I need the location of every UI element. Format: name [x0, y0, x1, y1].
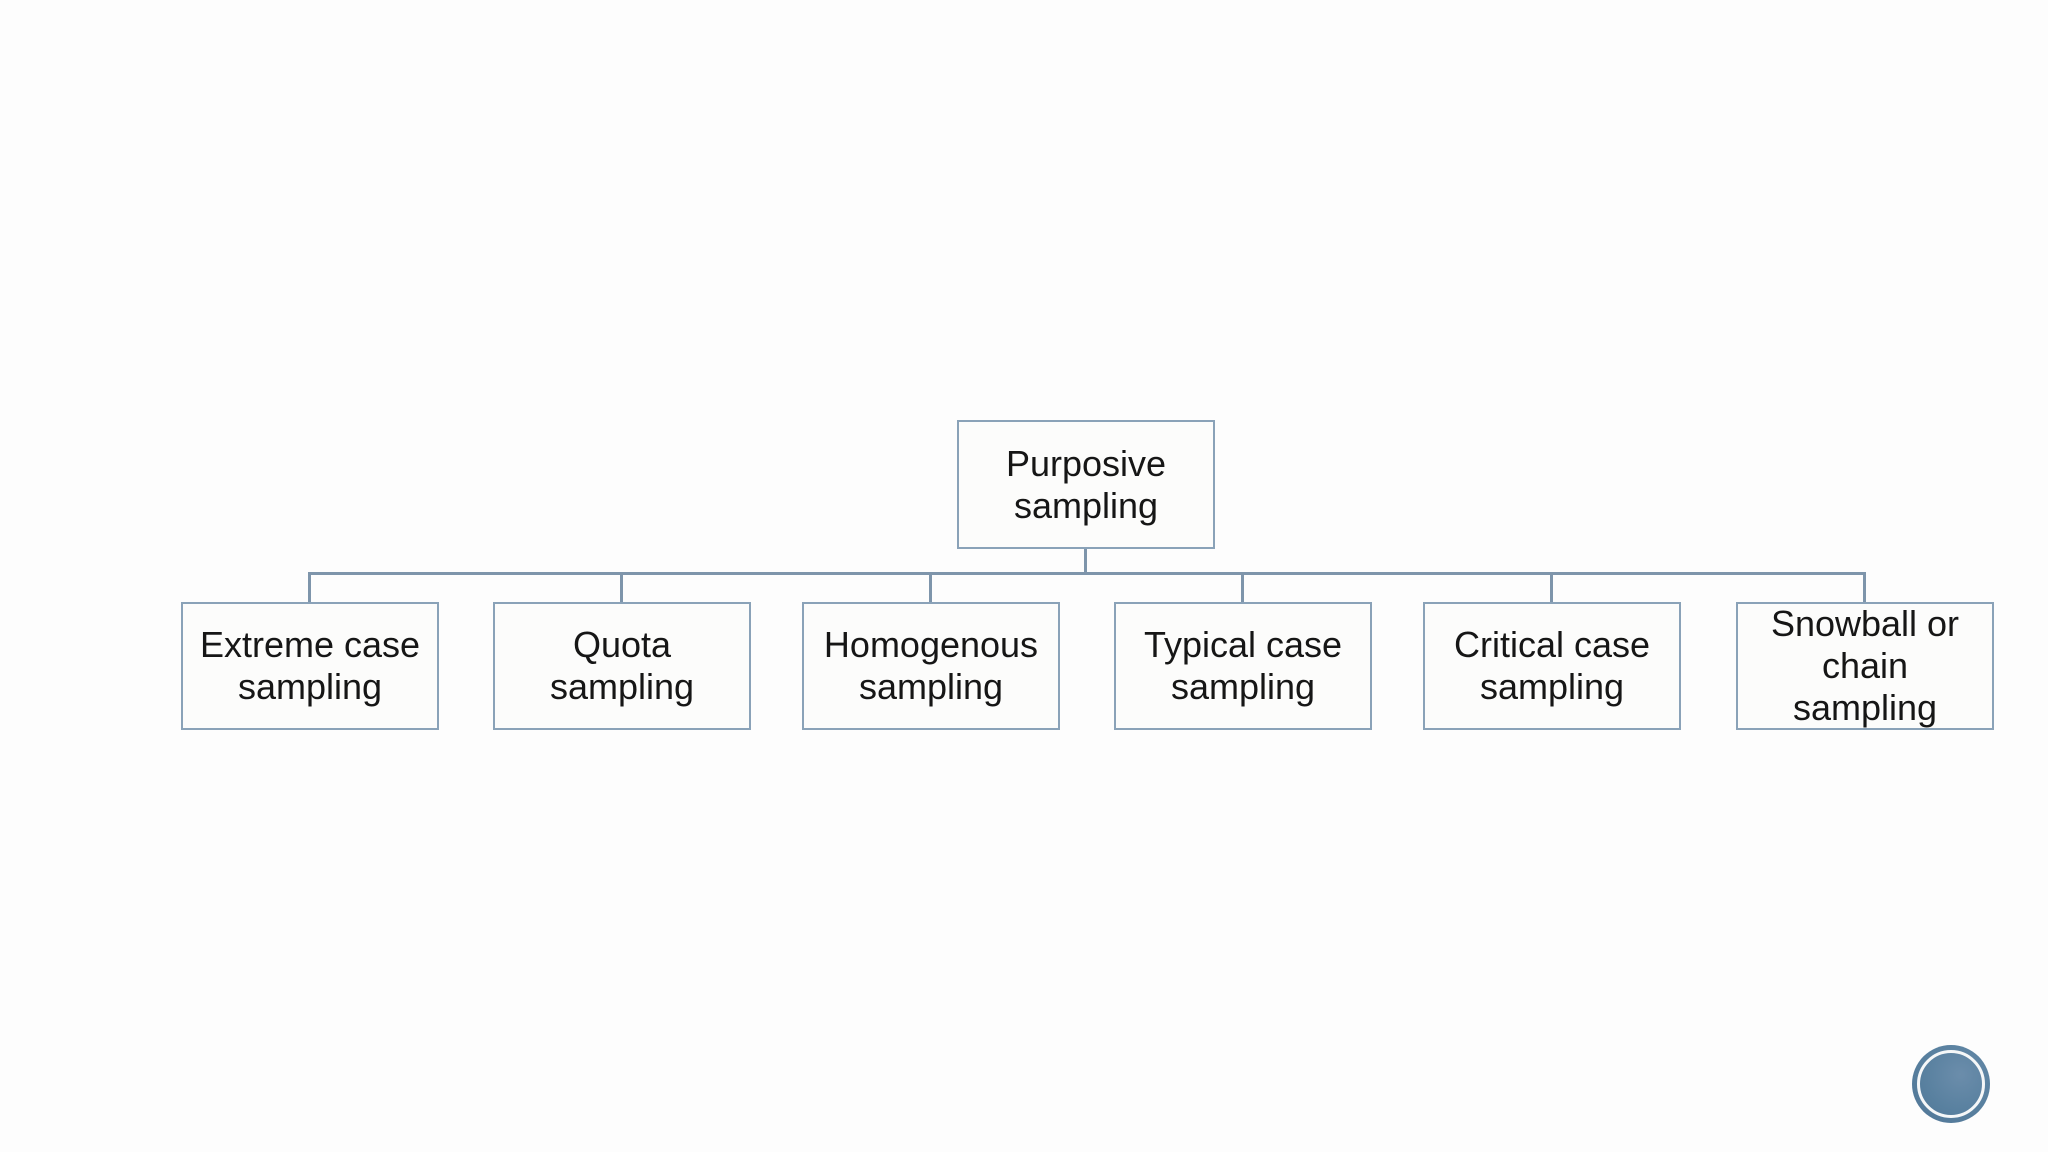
connector-stub-6: [1863, 574, 1866, 602]
connector-root-stub: [1084, 549, 1087, 574]
connector-stub-3: [929, 574, 932, 602]
diagram-node-extreme-case: Extreme case sampling: [181, 602, 439, 730]
diagram-node-homogenous: Homogenous sampling: [802, 602, 1060, 730]
diagram-node-label: Snowball or chain sampling: [1770, 603, 1960, 728]
diagram-node-quota: Quota sampling: [493, 602, 751, 730]
diagram-node-typical-case: Typical case sampling: [1114, 602, 1372, 730]
diagram-node-label: Typical case sampling: [1143, 624, 1343, 707]
diagram-node-label: Homogenous sampling: [823, 624, 1039, 707]
connector-stub-1: [308, 574, 311, 602]
stamp-circle-logo: [1912, 1045, 1990, 1123]
diagram-node-critical-case: Critical case sampling: [1423, 602, 1681, 730]
connector-stub-2: [620, 574, 623, 602]
diagram-node-label: Extreme case sampling: [199, 624, 421, 707]
connector-stub-5: [1550, 574, 1553, 602]
diagram-node-root: Purposive sampling: [957, 420, 1215, 549]
diagram-node-snowball-chain: Snowball or chain sampling: [1736, 602, 1994, 730]
diagram-node-label: Purposive sampling: [1005, 442, 1167, 526]
connector-stub-4: [1241, 574, 1244, 602]
connector-rail: [308, 572, 1866, 575]
diagram-node-label: Quota sampling: [549, 624, 695, 707]
diagram-node-label: Critical case sampling: [1453, 624, 1651, 707]
